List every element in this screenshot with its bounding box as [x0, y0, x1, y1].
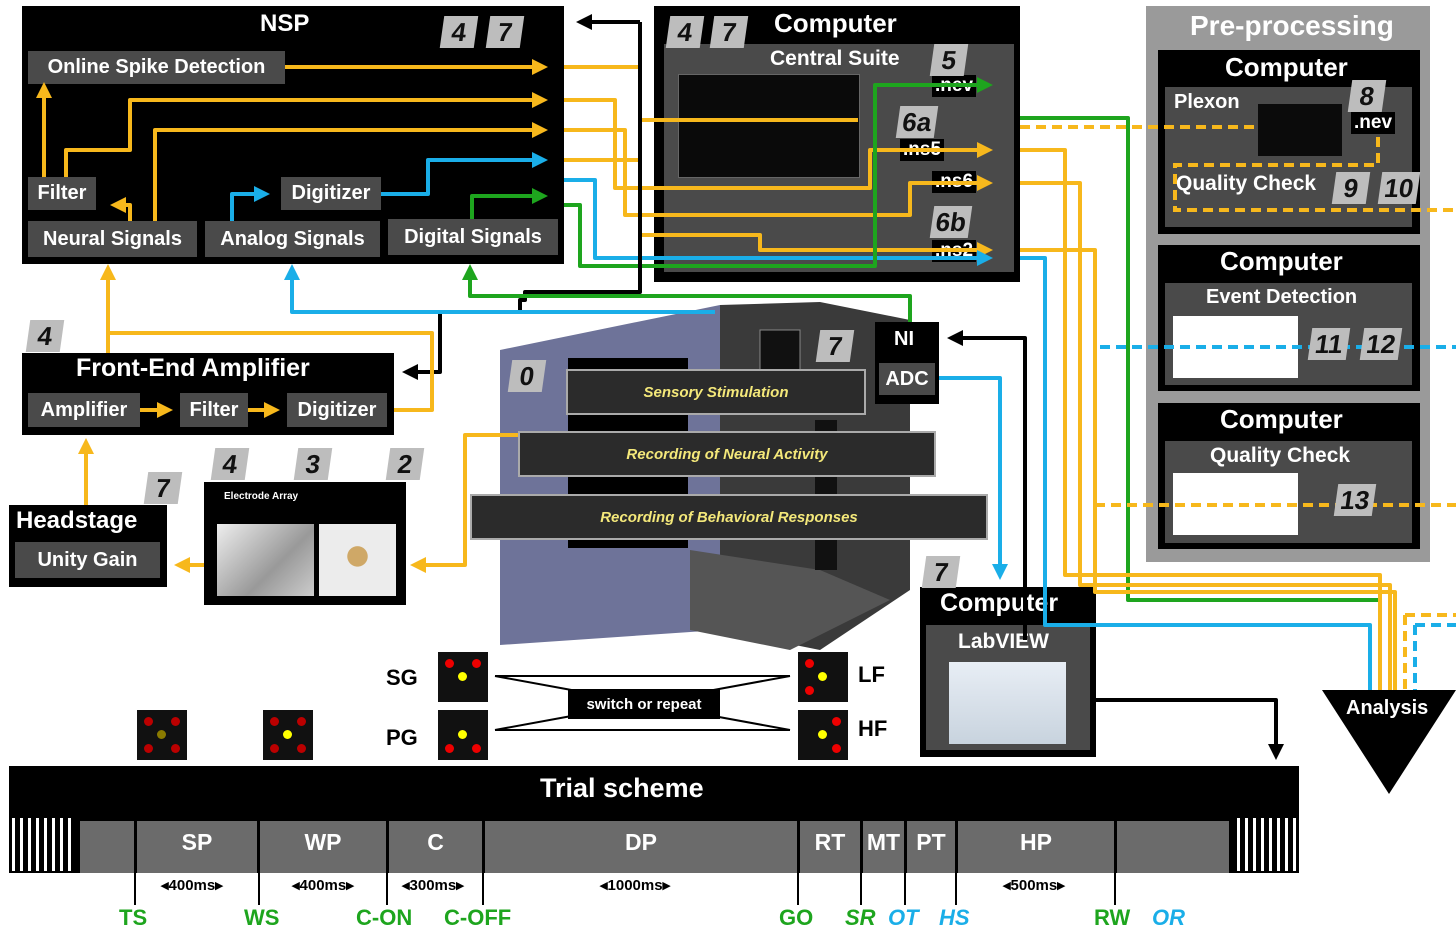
event-ws: WS: [244, 905, 279, 931]
event-sr: SR: [845, 905, 876, 931]
event-hs: HS: [939, 905, 970, 931]
event-c-on: C-ON: [356, 905, 412, 931]
event-ot: OT: [888, 905, 919, 931]
event-rw: RW: [1094, 905, 1130, 931]
event-or: OR: [1152, 905, 1185, 931]
event-ts: TS: [119, 905, 147, 931]
event-go: GO: [779, 905, 813, 931]
event-c-off: C-OFF: [444, 905, 511, 931]
